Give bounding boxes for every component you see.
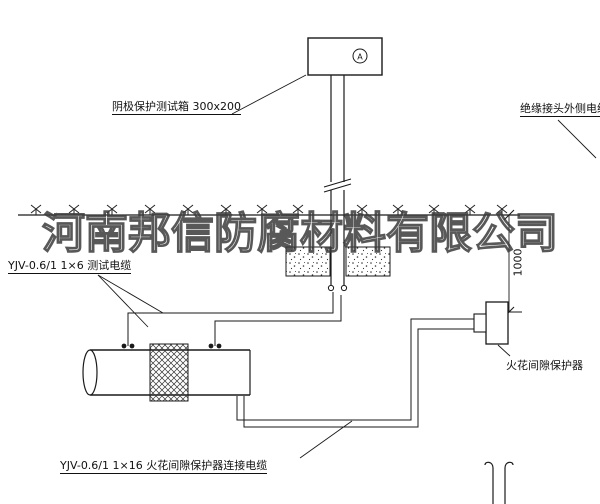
connection-cable-label: YJV-0.6/1 1×16 火花间隙保护器连接电缆 — [60, 459, 268, 474]
anticorrosion-wrap — [149, 343, 189, 402]
pipe-riser-symbol — [484, 461, 514, 504]
dimension-text: 1000 — [511, 248, 525, 277]
pipeline — [82, 343, 251, 402]
test-box: A — [307, 37, 383, 76]
ammeter-label: A — [357, 53, 363, 62]
test-cables — [127, 292, 342, 346]
spark-gap-protector-label: 火花间隙保护器 — [506, 359, 583, 372]
cable-clamps — [121, 343, 222, 349]
insulated-joint-leader — [557, 119, 597, 159]
cable-label-leaders — [97, 274, 353, 459]
insulated-joint-cable-label: 绝缘接头外侧电缆 — [520, 102, 600, 117]
test-box-post — [323, 75, 352, 292]
concrete-blocks — [285, 246, 391, 277]
ammeter-icon — [352, 48, 368, 64]
spark-gap-protector — [473, 301, 511, 357]
test-box-leader — [231, 74, 307, 115]
ground-line — [18, 204, 520, 216]
test-box-label: 阴极保护测试箱 300x200 — [112, 100, 241, 115]
test-cable-label: YJV-0.6/1 1×6 测试电缆 — [8, 259, 132, 274]
protector-cables — [236, 318, 474, 428]
